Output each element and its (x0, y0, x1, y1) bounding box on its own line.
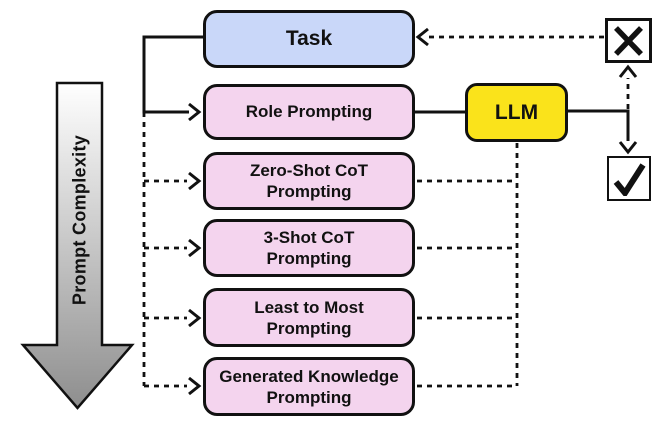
node-label-line: Least to Most (254, 297, 364, 317)
arrowhead-reject (618, 64, 638, 78)
node-label-line: Prompting (266, 318, 352, 338)
arrowhead-accept (618, 141, 638, 155)
node-task-label: Task (285, 27, 333, 51)
prompt-complexity-label: Prompt Complexity (69, 134, 90, 306)
node-label-line: Zero-Shot CoT (249, 161, 369, 180)
node-least-to-most-prompting: Least to Most Prompting (203, 288, 415, 347)
node-label-line: Prompting (266, 182, 352, 201)
arrowhead-least-most (188, 308, 202, 328)
x-icon (614, 25, 643, 56)
node-llm: LLM (465, 83, 568, 142)
node-label-line: Prompting (266, 387, 352, 407)
check-icon (613, 162, 646, 196)
node-generated-knowledge-prompting: Generated Knowledge Prompting (203, 357, 415, 416)
arrowhead-role (188, 102, 202, 122)
arrowhead-three-shot (188, 238, 202, 258)
node-task: Task (203, 10, 415, 68)
node-three-shot-cot-prompting: 3-Shot CoT Prompting (203, 219, 415, 277)
node-zero-shot-cot-prompting: Zero-Shot CoT Prompting (203, 152, 415, 210)
node-label-line: Prompting (266, 249, 352, 268)
node-label-line: Generated Knowledge (219, 366, 399, 386)
arrowhead-task (415, 27, 429, 47)
reject-box (605, 18, 652, 63)
edge-llm-to-accept (567, 109, 630, 141)
node-label-line: 3-Shot CoT (263, 228, 355, 247)
prompt-complexity-arrow-shape (20, 81, 135, 410)
node-llm-label: LLM (494, 100, 539, 124)
arrowhead-generated (188, 376, 202, 396)
node-role-prompting-label: Role Prompting (245, 101, 373, 121)
node-role-prompting: Role Prompting (203, 84, 415, 140)
accept-box (607, 156, 651, 201)
arrowhead-zero-shot (188, 171, 202, 191)
